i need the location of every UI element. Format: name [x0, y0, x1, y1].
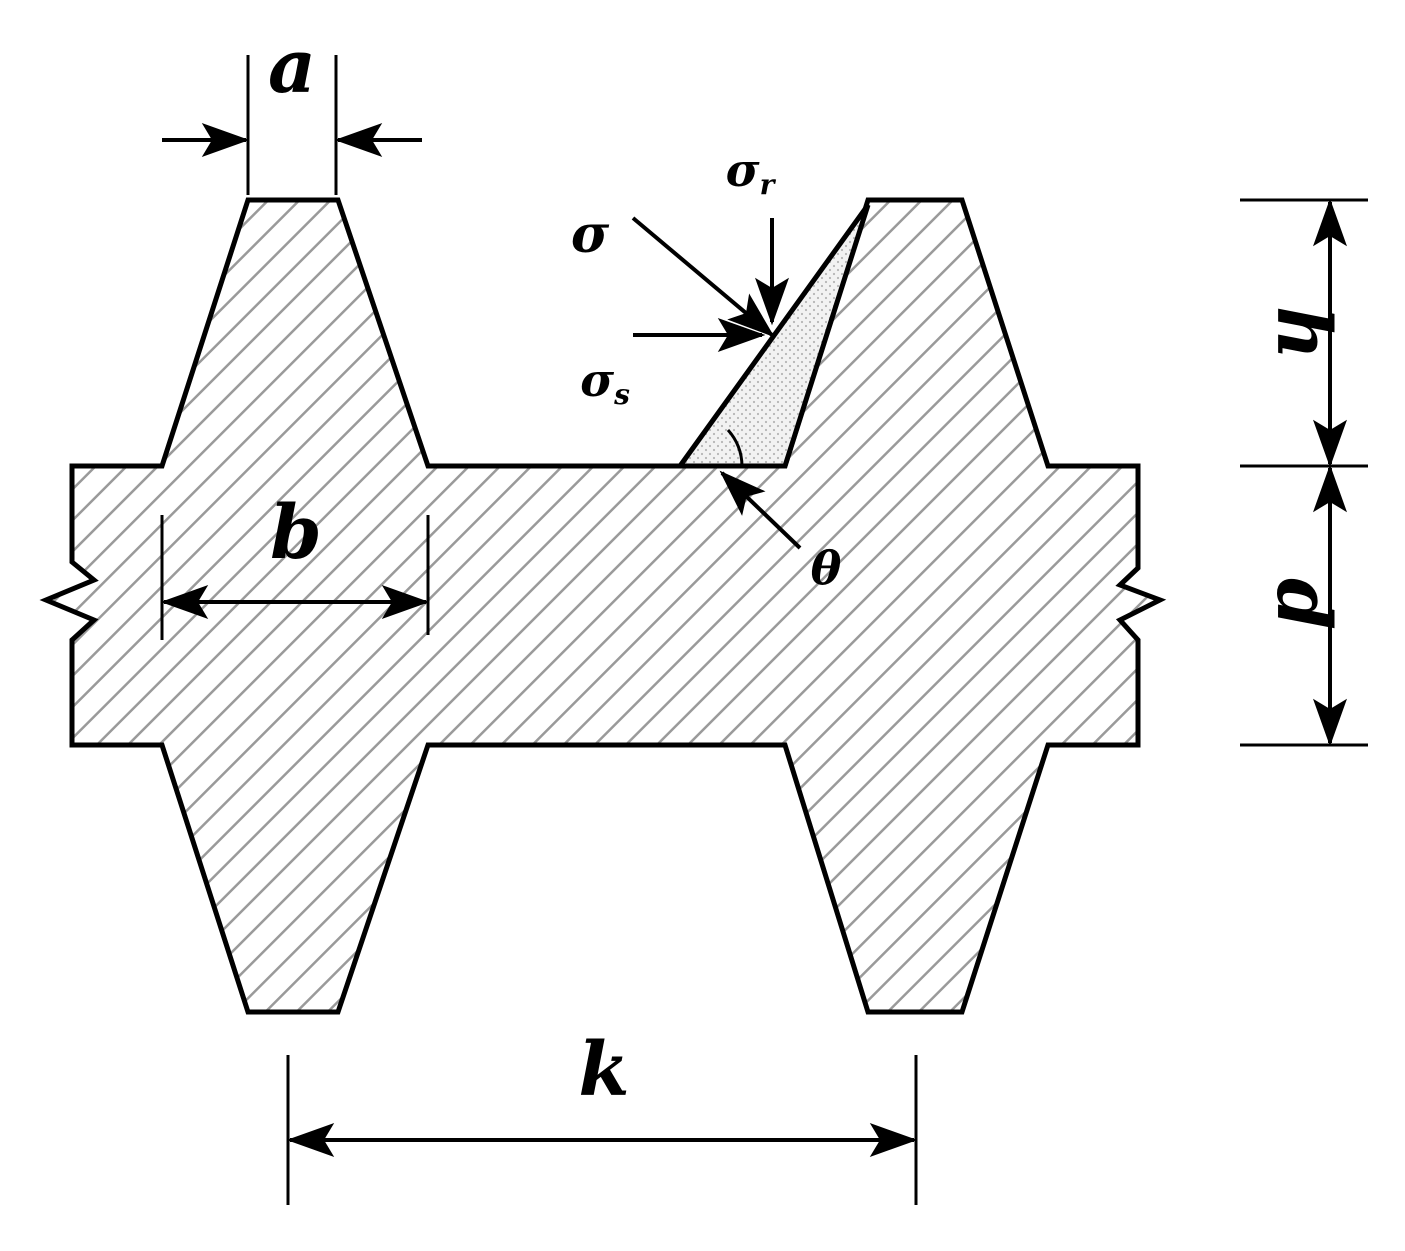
- cross-section-outline: [39, 197, 1167, 1015]
- label-b: b: [270, 490, 322, 576]
- dimension-k: k: [286, 1027, 918, 1205]
- label-sigma-r: σr: [726, 143, 777, 201]
- label-sigma-s: σs: [580, 353, 630, 411]
- dimension-a: a: [162, 24, 422, 195]
- label-k: k: [578, 1027, 629, 1113]
- dimension-h-d: h d: [1240, 198, 1368, 747]
- dimension-b: b: [160, 490, 430, 640]
- label-d: d: [1260, 578, 1346, 630]
- label-sigma: σ: [571, 204, 610, 265]
- label-theta: θ: [811, 541, 842, 595]
- label-a: a: [268, 24, 316, 110]
- stress-arrows: [631, 216, 802, 550]
- arrow-theta: [719, 470, 802, 550]
- label-h: h: [1260, 306, 1346, 360]
- arrow-sigma: [631, 216, 775, 338]
- angle-arc: [726, 429, 744, 467]
